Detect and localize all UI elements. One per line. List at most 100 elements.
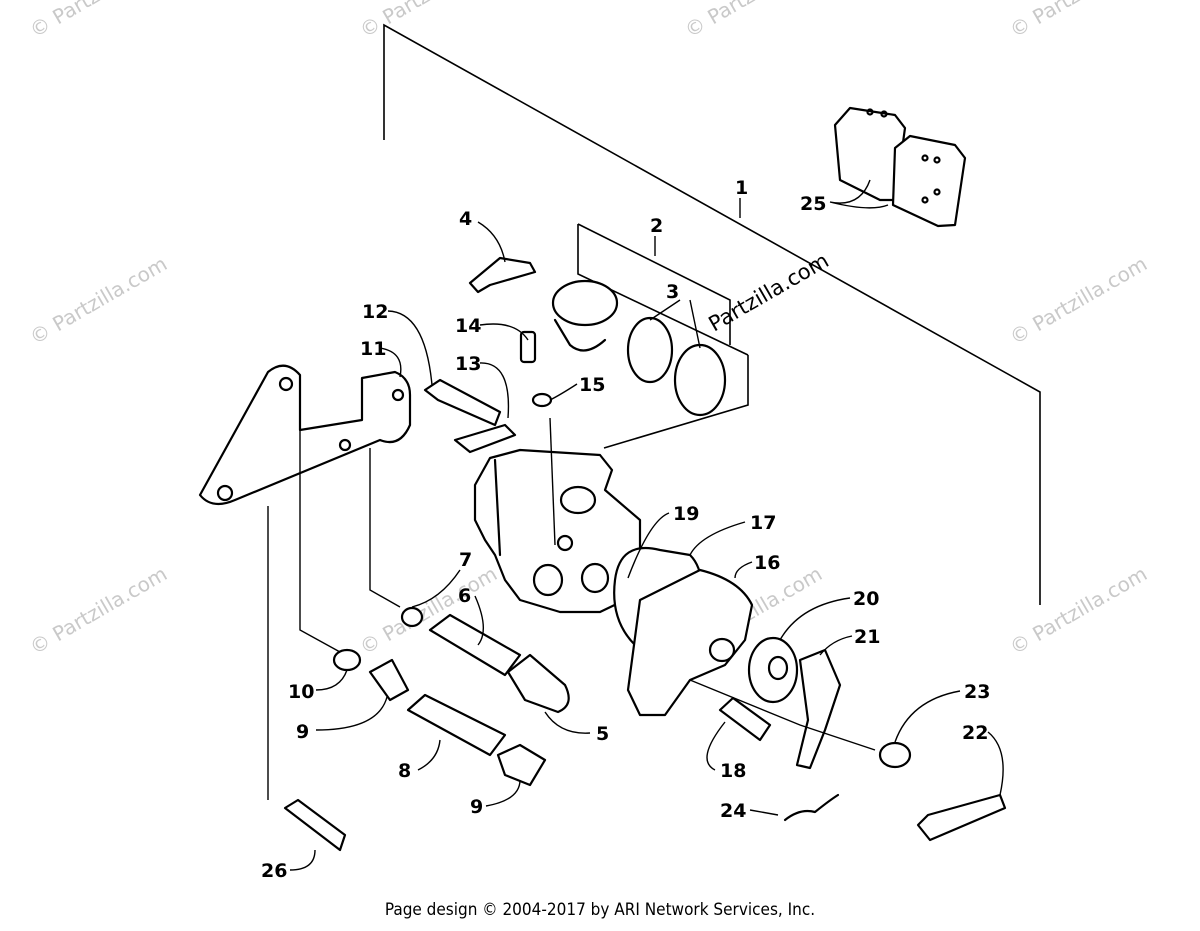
- callout-13: 13: [455, 353, 481, 375]
- pad-hole: [866, 108, 874, 116]
- leader: [369, 448, 401, 608]
- callout-20: 20: [853, 588, 879, 610]
- callout-10: 10: [288, 681, 314, 703]
- pad-hole: [880, 110, 888, 118]
- retainer-clip: [468, 256, 537, 294]
- leader: [549, 383, 578, 401]
- assembly-bracket: [383, 23, 1041, 605]
- callout-8: 8: [398, 760, 411, 782]
- cam-roller: [747, 636, 799, 704]
- caliper-edge: [493, 458, 502, 557]
- brand-watermark: Partzilla.com: [705, 248, 833, 336]
- leader: [779, 597, 851, 641]
- callout-4: 4: [459, 208, 472, 230]
- leader: [819, 635, 853, 656]
- leader: [315, 696, 388, 731]
- callout-11: 11: [360, 338, 386, 360]
- callout-14: 14: [455, 315, 481, 337]
- caliper-bore: [532, 563, 564, 597]
- bushing: [496, 743, 547, 787]
- pad-hole: [933, 188, 941, 196]
- callout-24: 24: [720, 800, 746, 822]
- callout-12: 12: [362, 301, 388, 323]
- watermark: © Partzilla.com: [681, 0, 827, 42]
- assembly-frame-line: [383, 23, 1041, 605]
- callout-17: 17: [750, 512, 776, 534]
- leader: [315, 669, 348, 691]
- leader: [627, 512, 670, 579]
- cover-nut: [708, 637, 736, 663]
- leader: [417, 739, 441, 771]
- callout-15: 15: [579, 374, 605, 396]
- callout-7: 7: [459, 549, 472, 571]
- pad-hole: [921, 154, 929, 162]
- pins-and-bushings: [283, 606, 1007, 852]
- pin-bolt: [423, 378, 502, 427]
- watermark: © Partzilla.com: [26, 0, 172, 42]
- bleeder-screw: [519, 330, 537, 364]
- callout-6: 6: [458, 585, 471, 607]
- piston-seal: [673, 343, 727, 417]
- bushing: [368, 658, 410, 702]
- leader: [544, 711, 591, 734]
- bleeder-seat: [556, 534, 574, 552]
- callout-18: 18: [720, 760, 746, 782]
- callout-25: 25: [800, 193, 826, 215]
- leader: [299, 394, 341, 653]
- callout-5: 5: [596, 723, 609, 745]
- bracket-hole: [278, 376, 294, 392]
- leader: [549, 417, 556, 546]
- bracket-hole: [338, 438, 352, 452]
- leader: [387, 310, 433, 386]
- brake-pads: [833, 106, 967, 228]
- leader: [649, 299, 701, 349]
- leader: [749, 809, 779, 816]
- callout-9: 9: [470, 796, 483, 818]
- cover-bolt: [718, 696, 772, 742]
- leader: [485, 779, 521, 807]
- watermark: © Partzilla.com: [26, 251, 172, 349]
- nut: [878, 741, 912, 769]
- watermark: © Partzilla.com: [1006, 0, 1152, 42]
- leader: [477, 221, 506, 263]
- cam-roller-hub: [767, 655, 789, 681]
- leader: [289, 849, 316, 871]
- caliper-cover: [626, 568, 754, 717]
- leader: [479, 362, 510, 419]
- slide-pin: [428, 613, 522, 677]
- leader: [706, 721, 726, 771]
- leader: [474, 595, 484, 646]
- lever-bolt: [916, 793, 1007, 842]
- slide-pin: [406, 693, 507, 757]
- callout-22: 22: [962, 722, 988, 744]
- cover-parts: [613, 546, 842, 770]
- leader: [987, 731, 1004, 796]
- watermark: © Partzilla.com: [356, 0, 502, 42]
- callout-26: 26: [261, 860, 287, 882]
- callout-21: 21: [854, 626, 880, 648]
- pin-boot: [506, 653, 570, 714]
- mounting-bracket: [198, 364, 412, 506]
- washer: [531, 392, 553, 408]
- piston-seal: [626, 316, 674, 384]
- leader: [689, 679, 876, 751]
- return-spring: [783, 793, 840, 822]
- brake-pad: [891, 134, 967, 228]
- leader: [734, 561, 753, 579]
- bracket-hole: [216, 484, 234, 502]
- callout-16: 16: [754, 552, 780, 574]
- piston-kit-frame-right: [577, 223, 731, 345]
- leader: [479, 323, 529, 341]
- bracket-hole: [391, 388, 405, 402]
- leader: [894, 690, 961, 743]
- callouts: 1 2 3 4 5 6 7 8 9 9 10 11 12 13 14 15 16…: [261, 177, 990, 882]
- washer: [400, 606, 424, 628]
- washer: [332, 648, 362, 672]
- callout-2: 2: [650, 215, 663, 237]
- mount-bolt: [283, 798, 347, 852]
- caliper-bracket: [198, 364, 412, 506]
- callout-19: 19: [673, 503, 699, 525]
- callout-23: 23: [964, 681, 990, 703]
- piston: [551, 279, 619, 327]
